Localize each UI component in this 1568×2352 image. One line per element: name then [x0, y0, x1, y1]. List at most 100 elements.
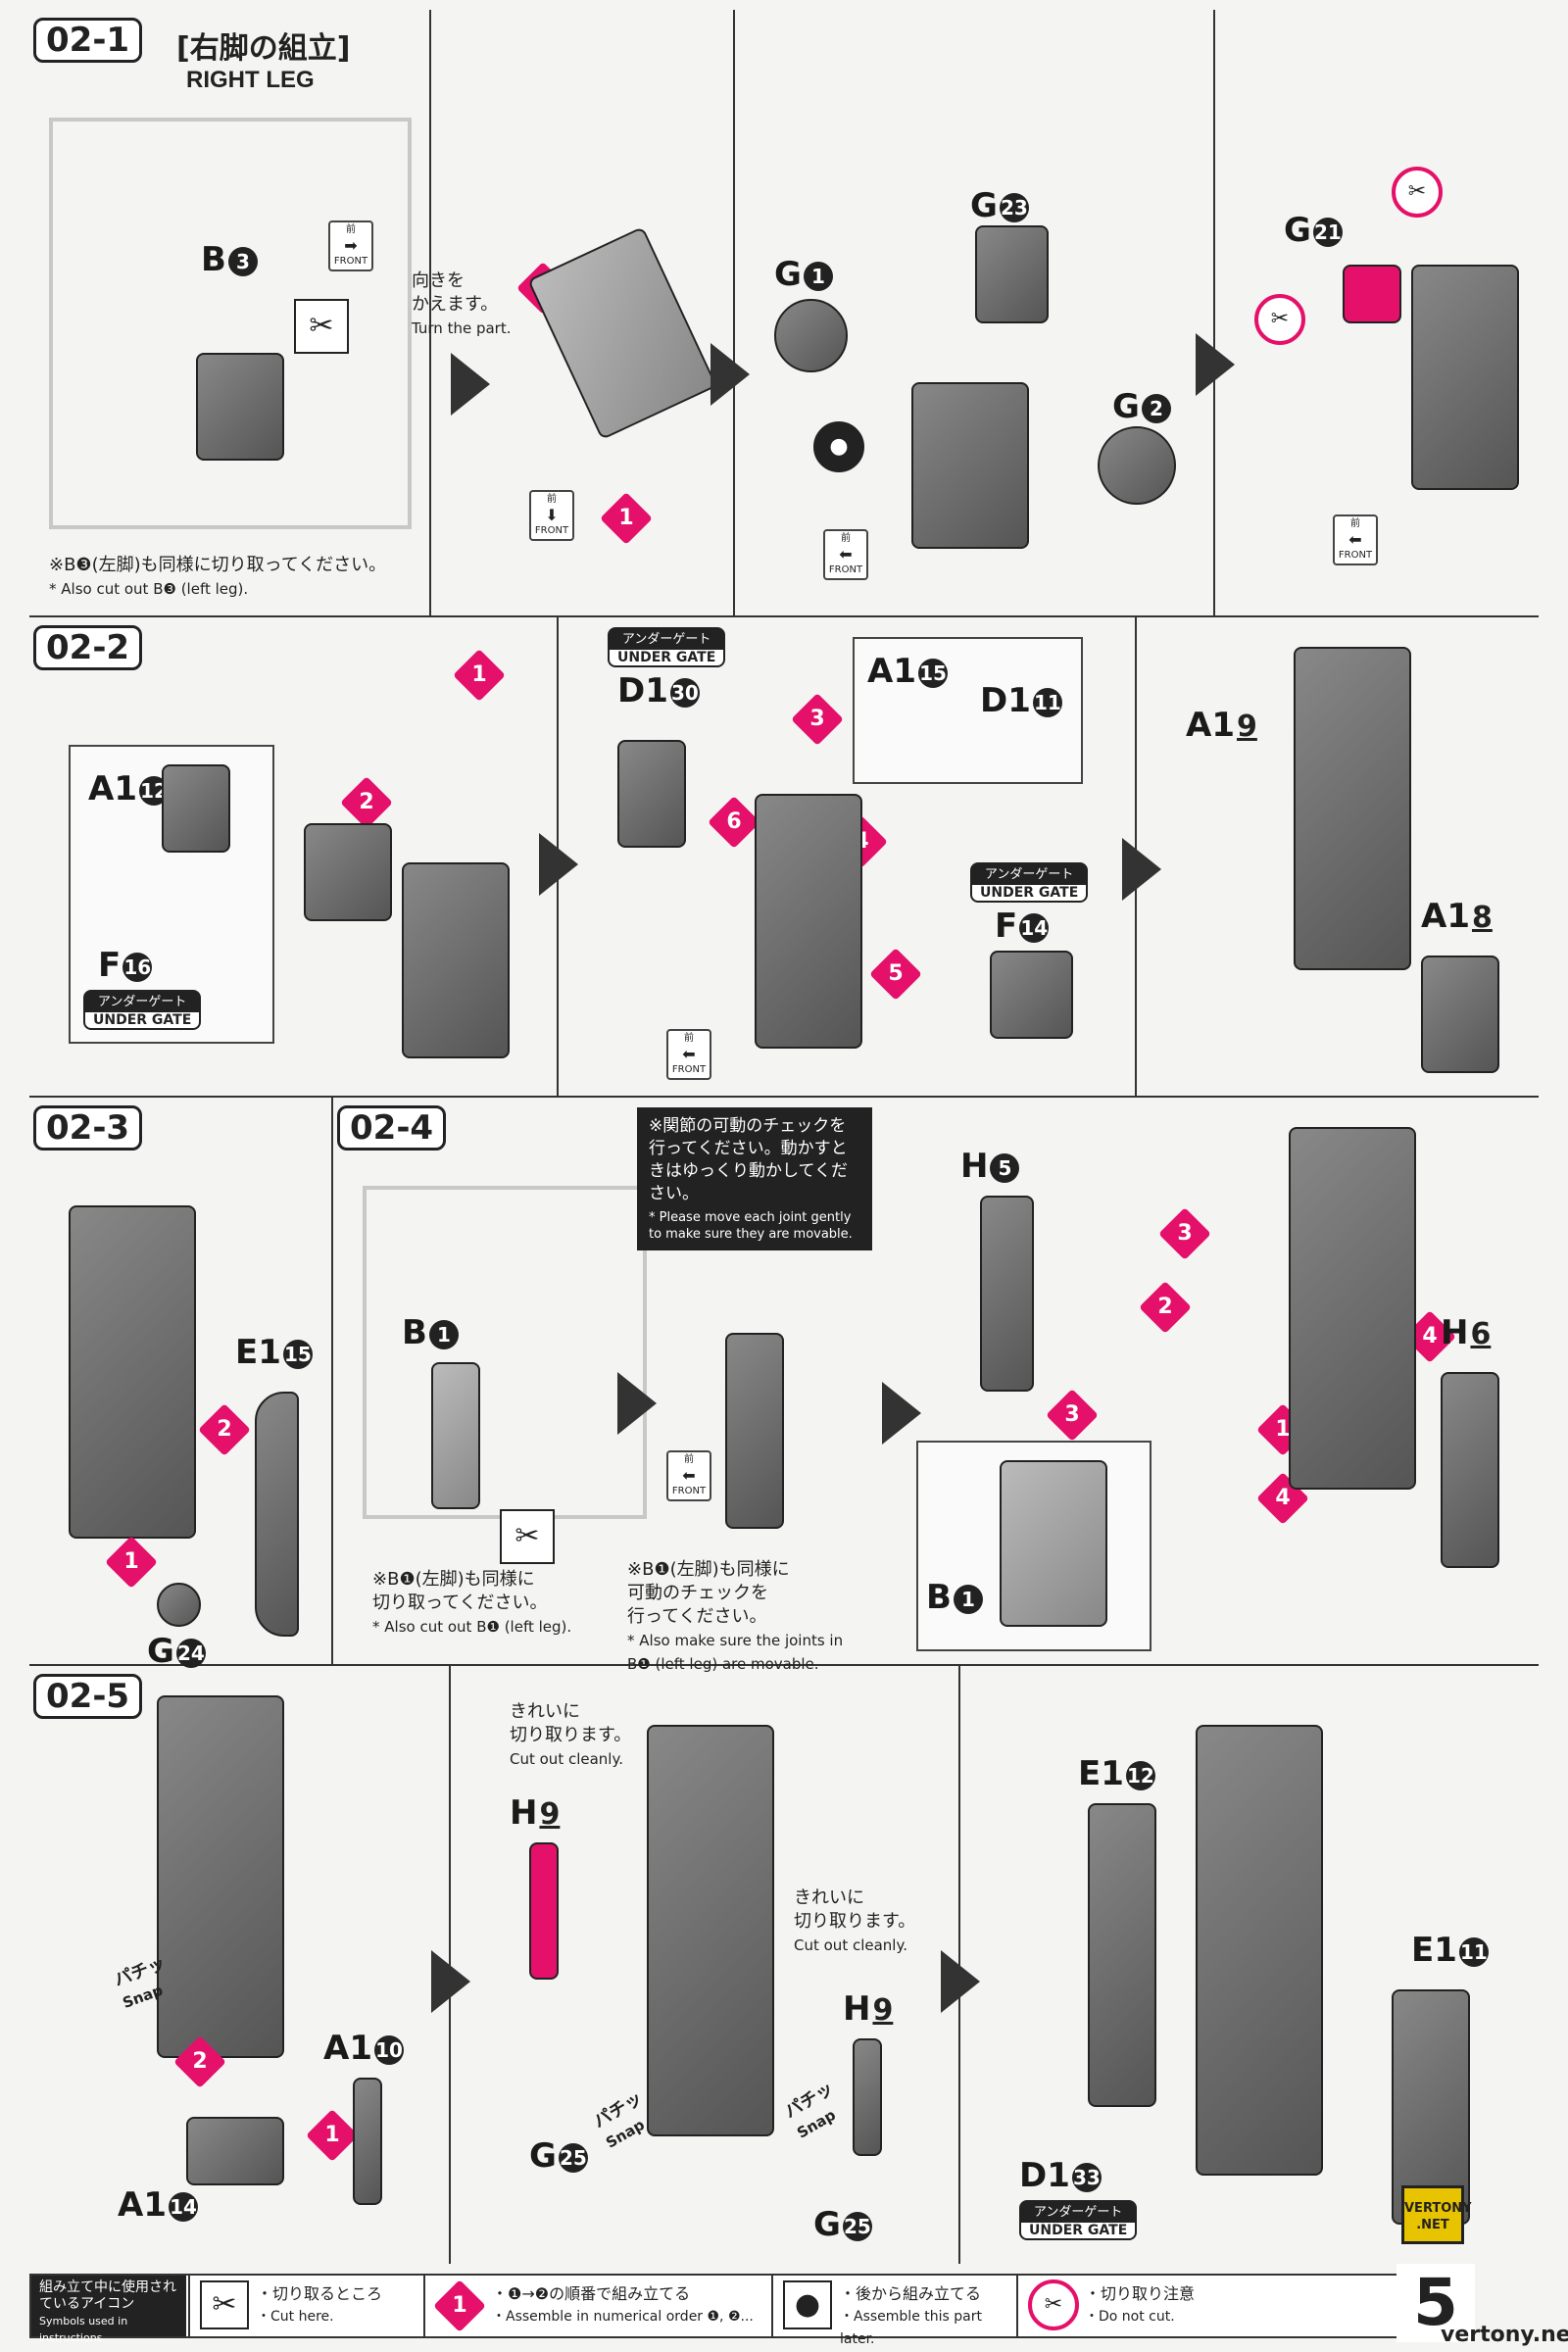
part-number: 3: [227, 246, 258, 276]
part-number: 14: [1019, 912, 1050, 943]
part-e12-shape: [1088, 1803, 1156, 2107]
front-jp: 前: [346, 224, 356, 235]
later-icon: ●: [783, 2280, 832, 2329]
front-icon: 前⬅FRONT: [666, 1029, 711, 1080]
legend-header-en: Symbols used in instructions: [39, 2315, 128, 2344]
arrow-icon: ➡: [344, 236, 358, 255]
order-2: 2: [198, 1403, 251, 1456]
front-icon: 前➡FRONT: [328, 220, 373, 271]
part-letter: D1: [980, 681, 1031, 720]
part-number: 12: [1125, 1760, 1155, 1790]
part-letter: A1: [323, 2029, 372, 2068]
order-3: 3: [1158, 1207, 1211, 1260]
order-2: 2: [173, 2035, 226, 2088]
part-label-h9b: H9: [843, 1989, 893, 2029]
move-note-jp: ※B❶(左脚)も同様に 可動のチェックを 行ってください。: [627, 1559, 790, 1627]
gate-en: UNDER GATE: [83, 1010, 202, 1030]
no-cut-icon: ✂: [1028, 2279, 1079, 2330]
part-letter: G: [1112, 387, 1140, 426]
order-icon: 1: [433, 2279, 486, 2332]
cut-note: ※B❶(左脚)も同様に 切り取ってください。* Also cut out B❶ …: [372, 1568, 571, 1639]
part-number: 15: [282, 1339, 313, 1369]
part-a12-fit-shape: [304, 823, 392, 921]
panel-02-5-b: きれいに 切り取ります。Cut out cleanly. H9 きれいに 切り取…: [431, 1666, 960, 2264]
part-h6-shape: [1441, 1372, 1499, 1568]
clean-en: Cut out cleanly.: [510, 1750, 623, 1768]
next-arrow: [1122, 838, 1161, 901]
part-letter: E1: [1411, 1931, 1457, 1970]
part-leg-shape: [69, 1205, 196, 1539]
front-jp: 前: [1350, 518, 1360, 529]
next-arrow: [617, 1372, 657, 1435]
part-leg-shape: [402, 862, 510, 1058]
gate-en: UNDER GATE: [608, 648, 726, 667]
part-leg-shape: [755, 794, 862, 1049]
legend-en: ・Do not cut.: [1085, 2309, 1175, 2325]
part-h9b-shape: [853, 2038, 882, 2156]
part-label-h6: H6: [1441, 1313, 1491, 1352]
legend-later: ● ・後から組み立てる・Assemble this part later.: [771, 2276, 1016, 2347]
part-a14-shape: [186, 2117, 284, 2185]
front-jp: 前: [684, 1033, 694, 1044]
part-letter: D1: [1019, 2156, 1070, 2195]
part-number: 16: [122, 952, 153, 982]
panel-02-2-c: A19 A18: [1122, 617, 1539, 1096]
part-letter: F: [995, 906, 1018, 946]
part-number: 5: [990, 1152, 1020, 1183]
gate-en: UNDER GATE: [970, 883, 1089, 903]
nipper-icon: ✂: [200, 2280, 249, 2329]
part-leg-shape: [1294, 647, 1411, 970]
legend-text: ・切り取り注意・Do not cut.: [1085, 2283, 1195, 2328]
part-body-shape: [911, 382, 1029, 549]
part-b3-shape: [196, 353, 284, 461]
part-number: 30: [669, 677, 700, 708]
section-title-jp: [右脚の組立]: [176, 31, 351, 66]
legend-en: ・Assemble this part later.: [840, 2309, 982, 2347]
gate-jp: アンダーゲート: [970, 862, 1089, 883]
turn-jp: 向きを かえます。: [412, 270, 499, 315]
arrow-icon: ⬅: [682, 1045, 696, 1063]
next-arrow: [451, 353, 490, 416]
front-icon: 前⬅FRONT: [666, 1450, 711, 1501]
nipper-icon: ✂: [294, 299, 349, 354]
next-arrow: [882, 1382, 921, 1445]
part-number: 1: [803, 261, 833, 291]
gate-jp: アンダーゲート: [83, 990, 202, 1010]
cut-note-jp: ※B❶(左脚)も同様に 切り取ってください。: [372, 1569, 548, 1613]
part-leg-shape: [157, 1695, 284, 2058]
part-h9a-shape: [529, 1842, 559, 1980]
part-letter: A1: [1421, 897, 1470, 936]
panel-02-1-turn: 向きを かえます。Turn the part. 2 1 前⬇FRONT: [412, 10, 735, 615]
part-number: 9: [539, 1796, 561, 1832]
section-title-en: RIGHT LEG: [186, 67, 315, 93]
no-cut-icon: ✂: [1392, 167, 1443, 218]
part-e15-shape: [255, 1392, 299, 1637]
part-letter: E1: [1078, 1754, 1124, 1793]
legend-text: ・切り取るところ・Cut here.: [257, 2283, 382, 2328]
arrow-icon: ⬅: [839, 545, 853, 564]
part-letter: G: [529, 2136, 557, 2176]
part-letter: G: [813, 2205, 841, 2244]
